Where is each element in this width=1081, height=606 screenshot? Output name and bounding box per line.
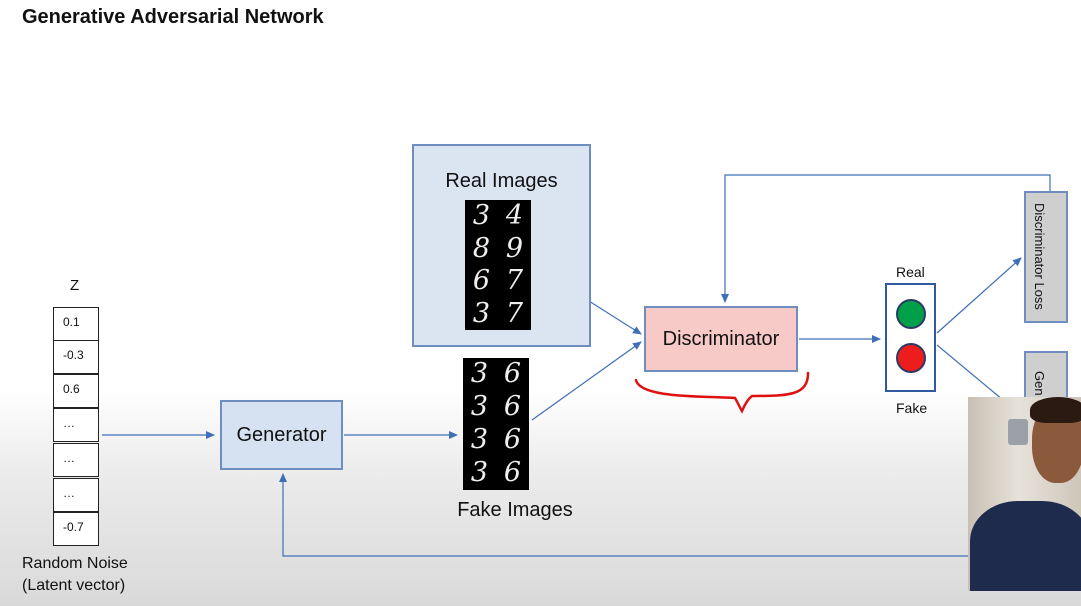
real-digit: 4 (505, 200, 524, 231)
fake-digit: 3 (470, 391, 489, 422)
real-digit: 3 (472, 297, 491, 329)
feedback-dloss-to-discriminator (721, 174, 1051, 303)
real-output-label: Real (896, 264, 925, 280)
real-fake-indicator (885, 283, 936, 392)
presenter-webcam (968, 397, 1081, 591)
fake-digit: 3 (470, 457, 489, 488)
red-light-icon (896, 343, 926, 373)
latent-cell: 0.1 (53, 307, 99, 341)
presenter-hair (1030, 397, 1081, 423)
discriminator-loss-label: Discriminator Loss (1032, 203, 1047, 310)
real-digit: 7 (505, 297, 524, 329)
generator-node: Generator (220, 400, 343, 470)
arrow-output-to-dloss (936, 257, 1022, 334)
fake-digit: 6 (503, 424, 522, 455)
latent-cell: … (53, 443, 99, 477)
latent-cell: … (53, 408, 99, 442)
page-title: Generative Adversarial Network (22, 6, 324, 28)
latent-vector-label: Z (70, 277, 80, 294)
real-digit: 8 (472, 232, 491, 264)
real-digit: 3 (472, 200, 491, 231)
real-images-label: Real Images (445, 170, 558, 192)
real-images-sample: 3 4 8 9 6 7 3 7 (465, 200, 531, 330)
fake-images-sample: 3 6 3 6 3 6 3 6 (463, 358, 529, 490)
feedback-gloss-to-generator (279, 473, 1045, 557)
discriminator-loss-node: Discriminator Loss (1024, 191, 1068, 323)
annotation-brace (634, 371, 810, 414)
wall-picture (1008, 419, 1028, 445)
fake-images-label: Fake Images (457, 499, 573, 521)
arrow-output-to-gloss (936, 344, 1004, 401)
real-digit: 7 (505, 265, 524, 296)
fake-digit: 3 (470, 424, 489, 455)
latent-cell: … (53, 478, 99, 512)
latent-cell: 0.6 (53, 374, 99, 408)
latent-cell: -0.7 (53, 512, 99, 546)
latent-vector-caption: Random Noise (Latent vector) (22, 553, 128, 597)
fake-digit: 6 (503, 457, 522, 488)
latent-cell: -0.3 (53, 340, 99, 374)
fake-digit: 6 (503, 358, 522, 389)
fake-digit: 6 (503, 391, 522, 422)
real-digit: 9 (505, 232, 524, 264)
discriminator-node: Discriminator (644, 306, 798, 372)
fake-digit: 3 (470, 358, 489, 389)
arrow-fake-to-discriminator (531, 341, 642, 421)
green-light-icon (896, 299, 926, 329)
generator-loss-label: Gen (1032, 371, 1047, 396)
presenter-shirt (970, 501, 1081, 591)
caption-line: (Latent vector) (22, 577, 126, 594)
caption-line: Random Noise (22, 555, 128, 572)
fake-output-label: Fake (896, 400, 928, 416)
real-digit: 6 (472, 265, 491, 296)
